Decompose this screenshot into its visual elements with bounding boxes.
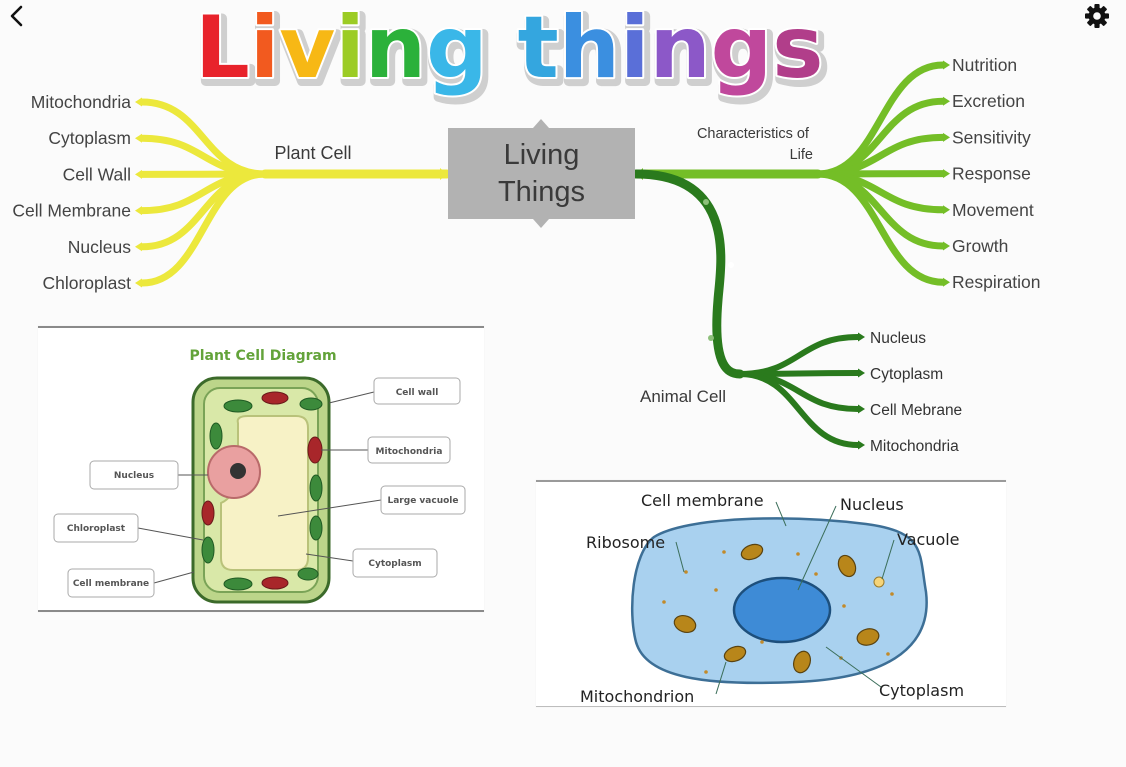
plant-cell-item-nucleus[interactable]: Nucleus [68, 237, 131, 257]
label-cytoplasm: Cytoplasm [368, 559, 421, 569]
branch-animal-cell [631, 169, 865, 450]
characteristic-item-movement[interactable]: Movement [952, 200, 1034, 220]
label-large-vacuole: Large vacuole [388, 496, 459, 506]
leaf-arrow-tip [943, 169, 950, 179]
animal-cell-connector [631, 169, 745, 379]
animal-cell-item-cell-mebrane[interactable]: Cell Mebrane [870, 402, 962, 419]
plant-nucleolus [230, 463, 246, 479]
back-button[interactable] [0, 0, 36, 36]
leaf-arrow-tip [943, 277, 950, 287]
title-letter: i [620, 0, 649, 98]
characteristic-item-response[interactable]: Response [952, 164, 1031, 184]
central-node-line2: Things [497, 175, 586, 208]
central-node-line1: Living [503, 138, 580, 171]
leaf-arrow-tip [135, 169, 142, 179]
characteristic-item-respiration[interactable]: Respiration [952, 272, 1041, 292]
label-animal-cytoplasm: Cytoplasm [879, 681, 964, 700]
leaf-arrow-tip [135, 278, 142, 288]
svg-text:Living things: Living things [198, 2, 826, 102]
label-nucleus: Nucleus [114, 471, 154, 481]
leaf-arrow-tip [858, 440, 865, 450]
characteristics-label-line1: Characteristics of [697, 126, 810, 142]
animal-cell-item-mitochondria[interactable]: Mitochondria [870, 438, 959, 455]
title-letter: n [365, 0, 426, 98]
page-title: Living things [195, 0, 823, 98]
plant-mitochondria [201, 391, 323, 590]
leaf-arrow-tip [135, 97, 142, 107]
characteristic-item-growth[interactable]: Growth [952, 236, 1008, 256]
label-mitochondria: Mitochondria [376, 447, 443, 457]
leaf-arrow-tip [858, 404, 865, 414]
title-letter: g [426, 0, 488, 98]
plant-chloroplasts [201, 397, 323, 591]
title-wordart: Living things Living things [193, 0, 831, 107]
plant-cell-item-cell-wall[interactable]: Cell Wall [63, 164, 131, 184]
animal-vacuole [873, 576, 885, 588]
animal-mitochondria [673, 543, 880, 674]
title-letter: s [772, 0, 823, 98]
central-node-top-arrow [533, 119, 549, 128]
leaf-arrow-tip [943, 241, 950, 251]
plant-cell-item-cytoplasm[interactable]: Cytoplasm [48, 128, 131, 148]
leaf-arrow-tip [858, 332, 865, 342]
title-letter: L [195, 0, 250, 98]
animal-cell-item-nucleus[interactable]: Nucleus [870, 330, 926, 347]
label-animal-ribosome: Ribosome [586, 533, 665, 552]
animal-cell-link [737, 334, 861, 377]
plant-cell-diagram-image[interactable]: Plant Cell Diagram [38, 326, 484, 612]
characteristic-link [814, 170, 947, 286]
plant-cell-item-mitochondria[interactable]: Mitochondria [31, 92, 131, 112]
label-chloroplast: Chloroplast [67, 524, 126, 534]
label-cell-membrane: Cell membrane [73, 579, 149, 589]
leaf-arrow-tip [943, 132, 950, 142]
leaf-arrow-tip [135, 242, 142, 252]
central-node[interactable]: Living Things [448, 128, 635, 219]
settings-button[interactable] [1085, 4, 1109, 28]
animal-cell-diagram-image[interactable]: Cell membrane Nucleus Ribosome Vacuole M… [536, 480, 1006, 707]
plant-cell-link [138, 170, 269, 287]
leaf-arrow-tip [943, 60, 950, 70]
label-animal-cell-membrane: Cell membrane [641, 491, 764, 510]
characteristic-item-sensitivity[interactable]: Sensitivity [952, 127, 1031, 147]
title-letter: v [279, 0, 335, 98]
title-letter: i [250, 0, 279, 98]
plant-cell-item-cell-membrane[interactable]: Cell Membrane [12, 201, 131, 221]
title-letter: h [559, 0, 620, 98]
central-node-bottom-arrow [533, 219, 549, 228]
animal-nucleus [732, 576, 832, 644]
animal-cell-item-cytoplasm[interactable]: Cytoplasm [870, 366, 943, 383]
leaf-arrow-tip [943, 205, 950, 215]
title-letter: n [649, 0, 710, 98]
leaf-arrow-tip [135, 206, 142, 216]
title-letter [488, 0, 518, 98]
label-animal-nucleus: Nucleus [840, 495, 904, 514]
characteristics-label-line2: Life [790, 147, 813, 163]
chevron-left-icon [10, 5, 23, 27]
title-letter: i [335, 0, 364, 98]
leaf-arrow-tip [858, 368, 865, 378]
animal-cell-link [737, 371, 861, 448]
title-letter: g [711, 0, 773, 98]
label-animal-mitochondrion: Mitochondrion [580, 687, 694, 706]
leaf-arrow-tip [943, 96, 950, 106]
branch-plant-cell [135, 97, 452, 288]
title-letter: t [518, 0, 559, 98]
branch-characteristics [631, 60, 950, 287]
characteristic-item-excretion[interactable]: Excretion [952, 91, 1025, 111]
label-cell-wall: Cell wall [396, 388, 439, 398]
characteristic-item-nutrition[interactable]: Nutrition [952, 55, 1017, 75]
branch-label-characteristics[interactable]: Characteristics of Life [697, 126, 813, 163]
branch-label-animal-cell[interactable]: Animal Cell [640, 387, 726, 406]
leaf-arrow-tip [135, 133, 142, 143]
label-animal-vacuole: Vacuole [897, 530, 960, 549]
plant-cell-item-chloroplast[interactable]: Chloroplast [42, 273, 131, 293]
branch-label-plant-cell[interactable]: Plant Cell [274, 143, 351, 163]
plant-diagram-title: Plant Cell Diagram [189, 348, 336, 364]
gear-icon [1085, 4, 1109, 28]
